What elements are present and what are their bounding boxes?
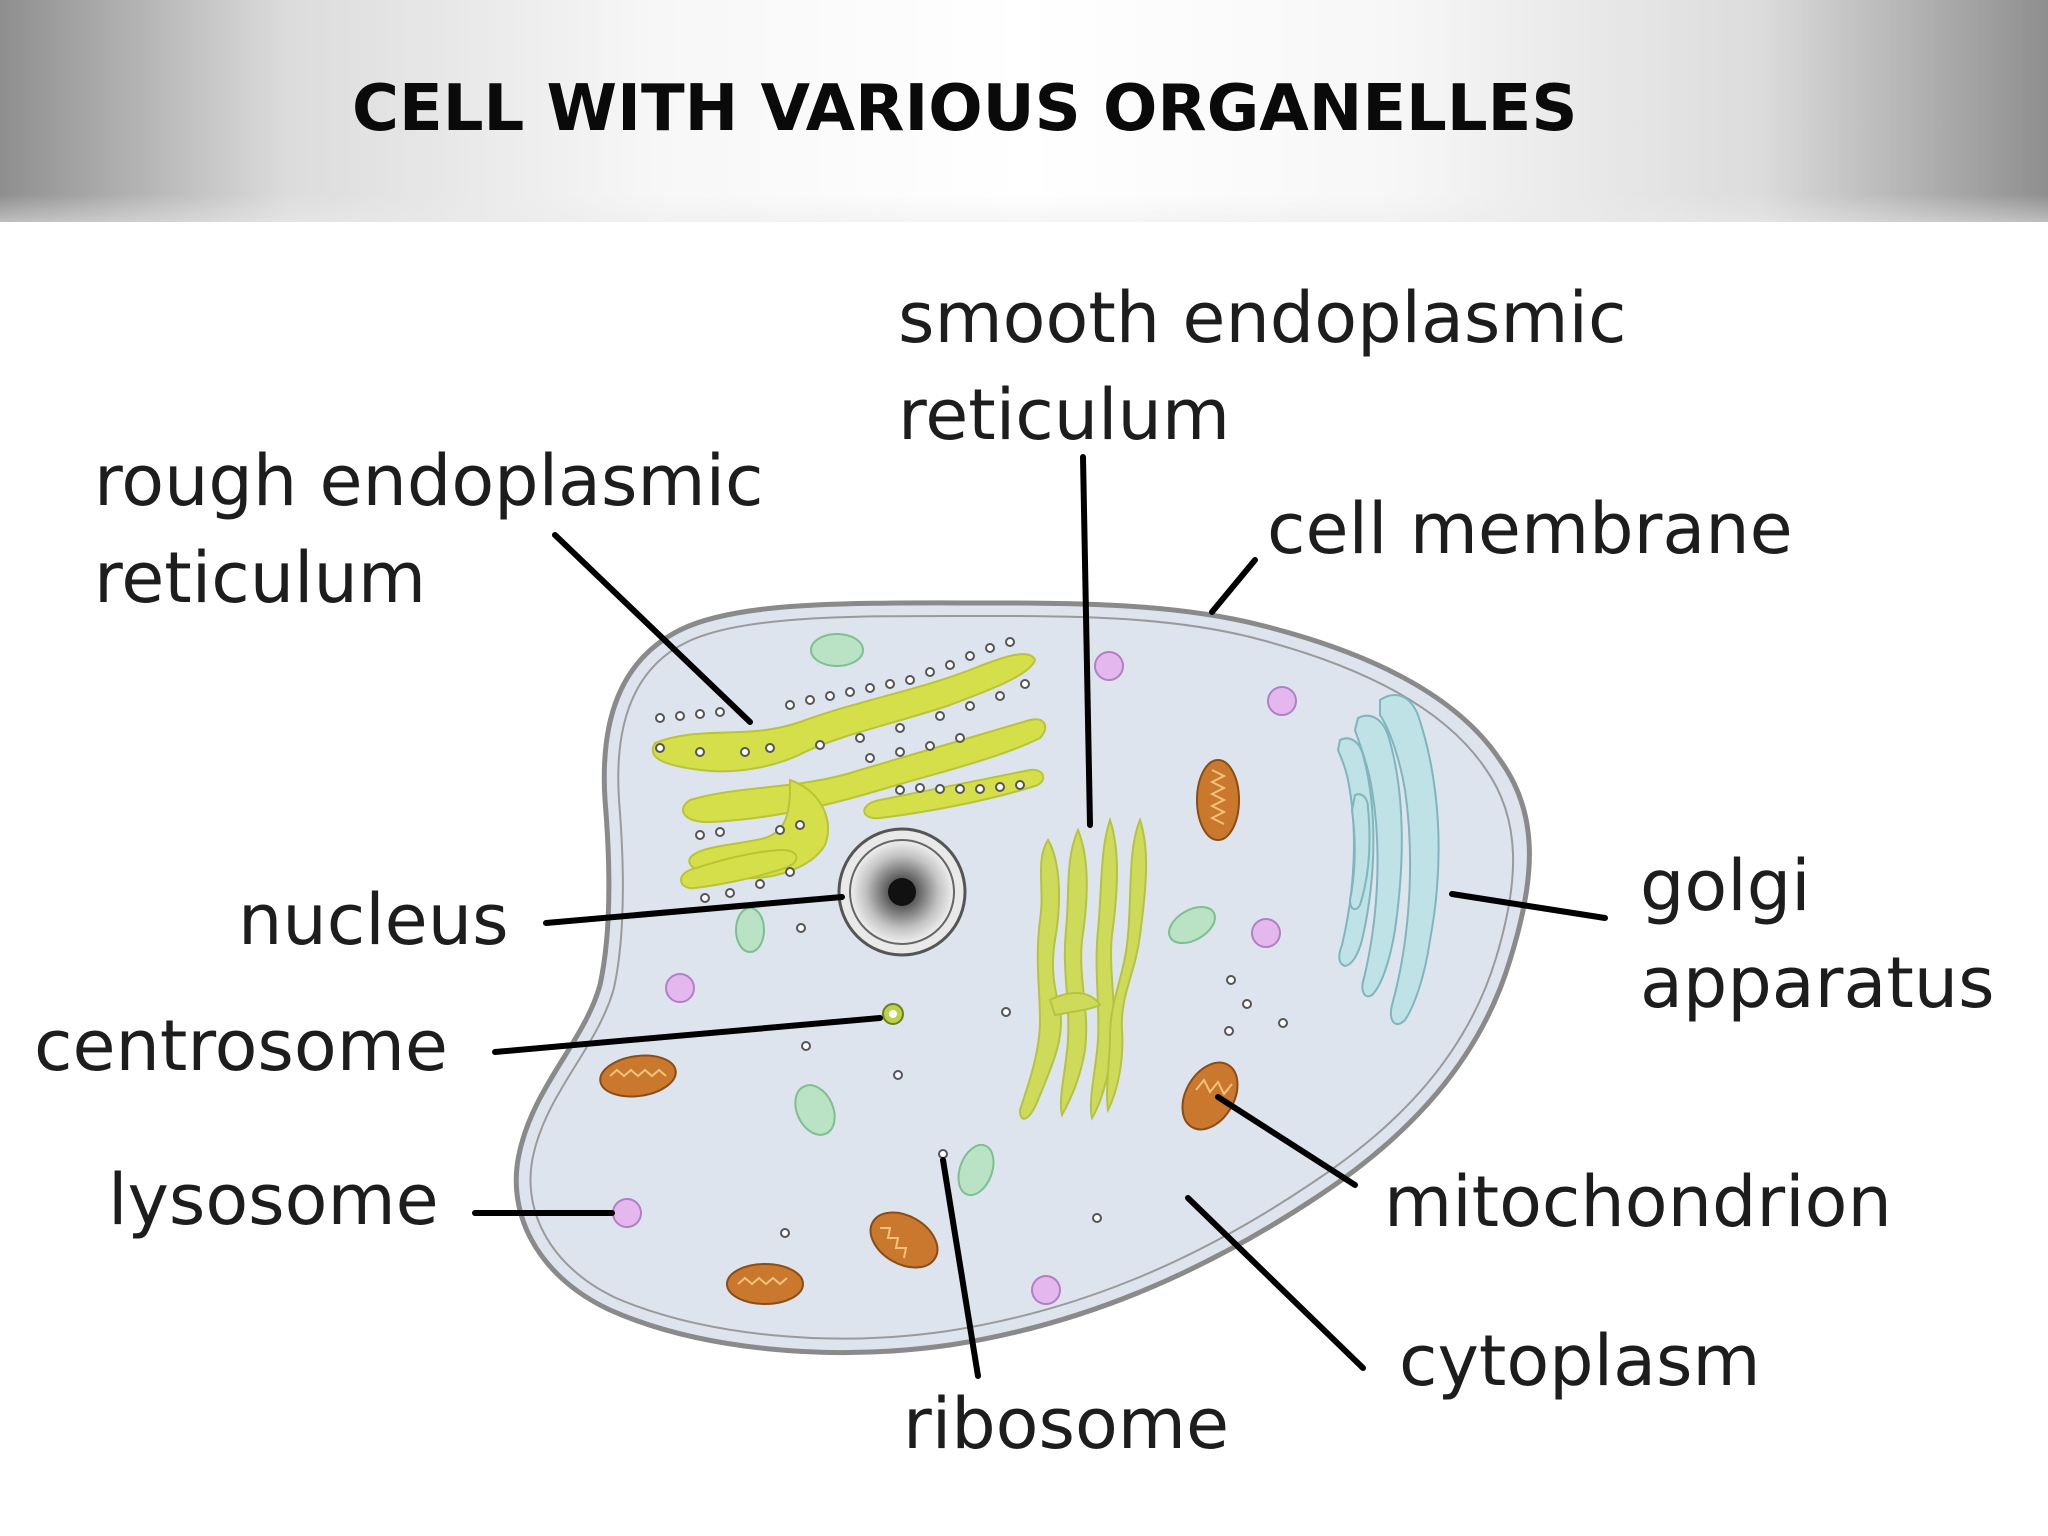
- label-cytoplasm: cytoplasm: [1399, 1320, 1761, 1402]
- free-ribosomes: [780, 923, 1288, 1238]
- label-mitochondrion: mitochondrion: [1384, 1161, 1892, 1243]
- title-banner: CELL WITH VARIOUS ORGANELLES: [0, 0, 2048, 222]
- label-golgi-line2: apparatus: [1640, 942, 1995, 1024]
- leader-cytoplasm: [1185, 1195, 1366, 1371]
- label-lysosome: lysosome: [108, 1159, 439, 1241]
- label-nucleus: nucleus: [238, 879, 509, 961]
- leader-rough-er: [552, 532, 753, 725]
- golgi-apparatus: [1336, 694, 1440, 1025]
- label-rough-er-line2: reticulum: [94, 537, 426, 619]
- label-rough-er-line1: rough endoplasmic: [94, 440, 764, 522]
- nucleus-organelle: [837, 827, 967, 957]
- label-cell-membrane: cell membrane: [1267, 488, 1793, 570]
- leader-golgi: [1449, 891, 1608, 921]
- smooth-er: [1018, 816, 1148, 1121]
- cell-membrane-inner: [529, 614, 1515, 1340]
- mitochondria-cristae: [609, 769, 1233, 1286]
- label-golgi-line1: golgi: [1640, 845, 1811, 927]
- leader-smooth-er: [1080, 454, 1093, 828]
- leader-centrosome: [492, 1015, 883, 1055]
- page-title: CELL WITH VARIOUS ORGANELLES: [352, 72, 1578, 146]
- label-smooth-er-line2: reticulum: [898, 374, 1230, 456]
- centrosome-organelle: [882, 1003, 904, 1025]
- rough-er: [651, 653, 1047, 890]
- label-smooth-er-line1: smooth endoplasmic: [898, 277, 1626, 359]
- leader-mitochondrion: [1215, 1094, 1358, 1188]
- leader-lines: [472, 454, 1608, 1379]
- leader-cell-membrane: [1209, 557, 1258, 615]
- cell-diagram: rough endoplasmic reticulum smooth endop…: [34, 277, 1995, 1465]
- label-centrosome: centrosome: [34, 1005, 448, 1087]
- label-ribosome: ribosome: [903, 1383, 1229, 1465]
- ribosomes-on-rough-er: [655, 637, 1030, 903]
- vesicles: [735, 633, 1216, 1197]
- leader-nucleus: [543, 894, 845, 926]
- leader-ribosome: [940, 1157, 981, 1379]
